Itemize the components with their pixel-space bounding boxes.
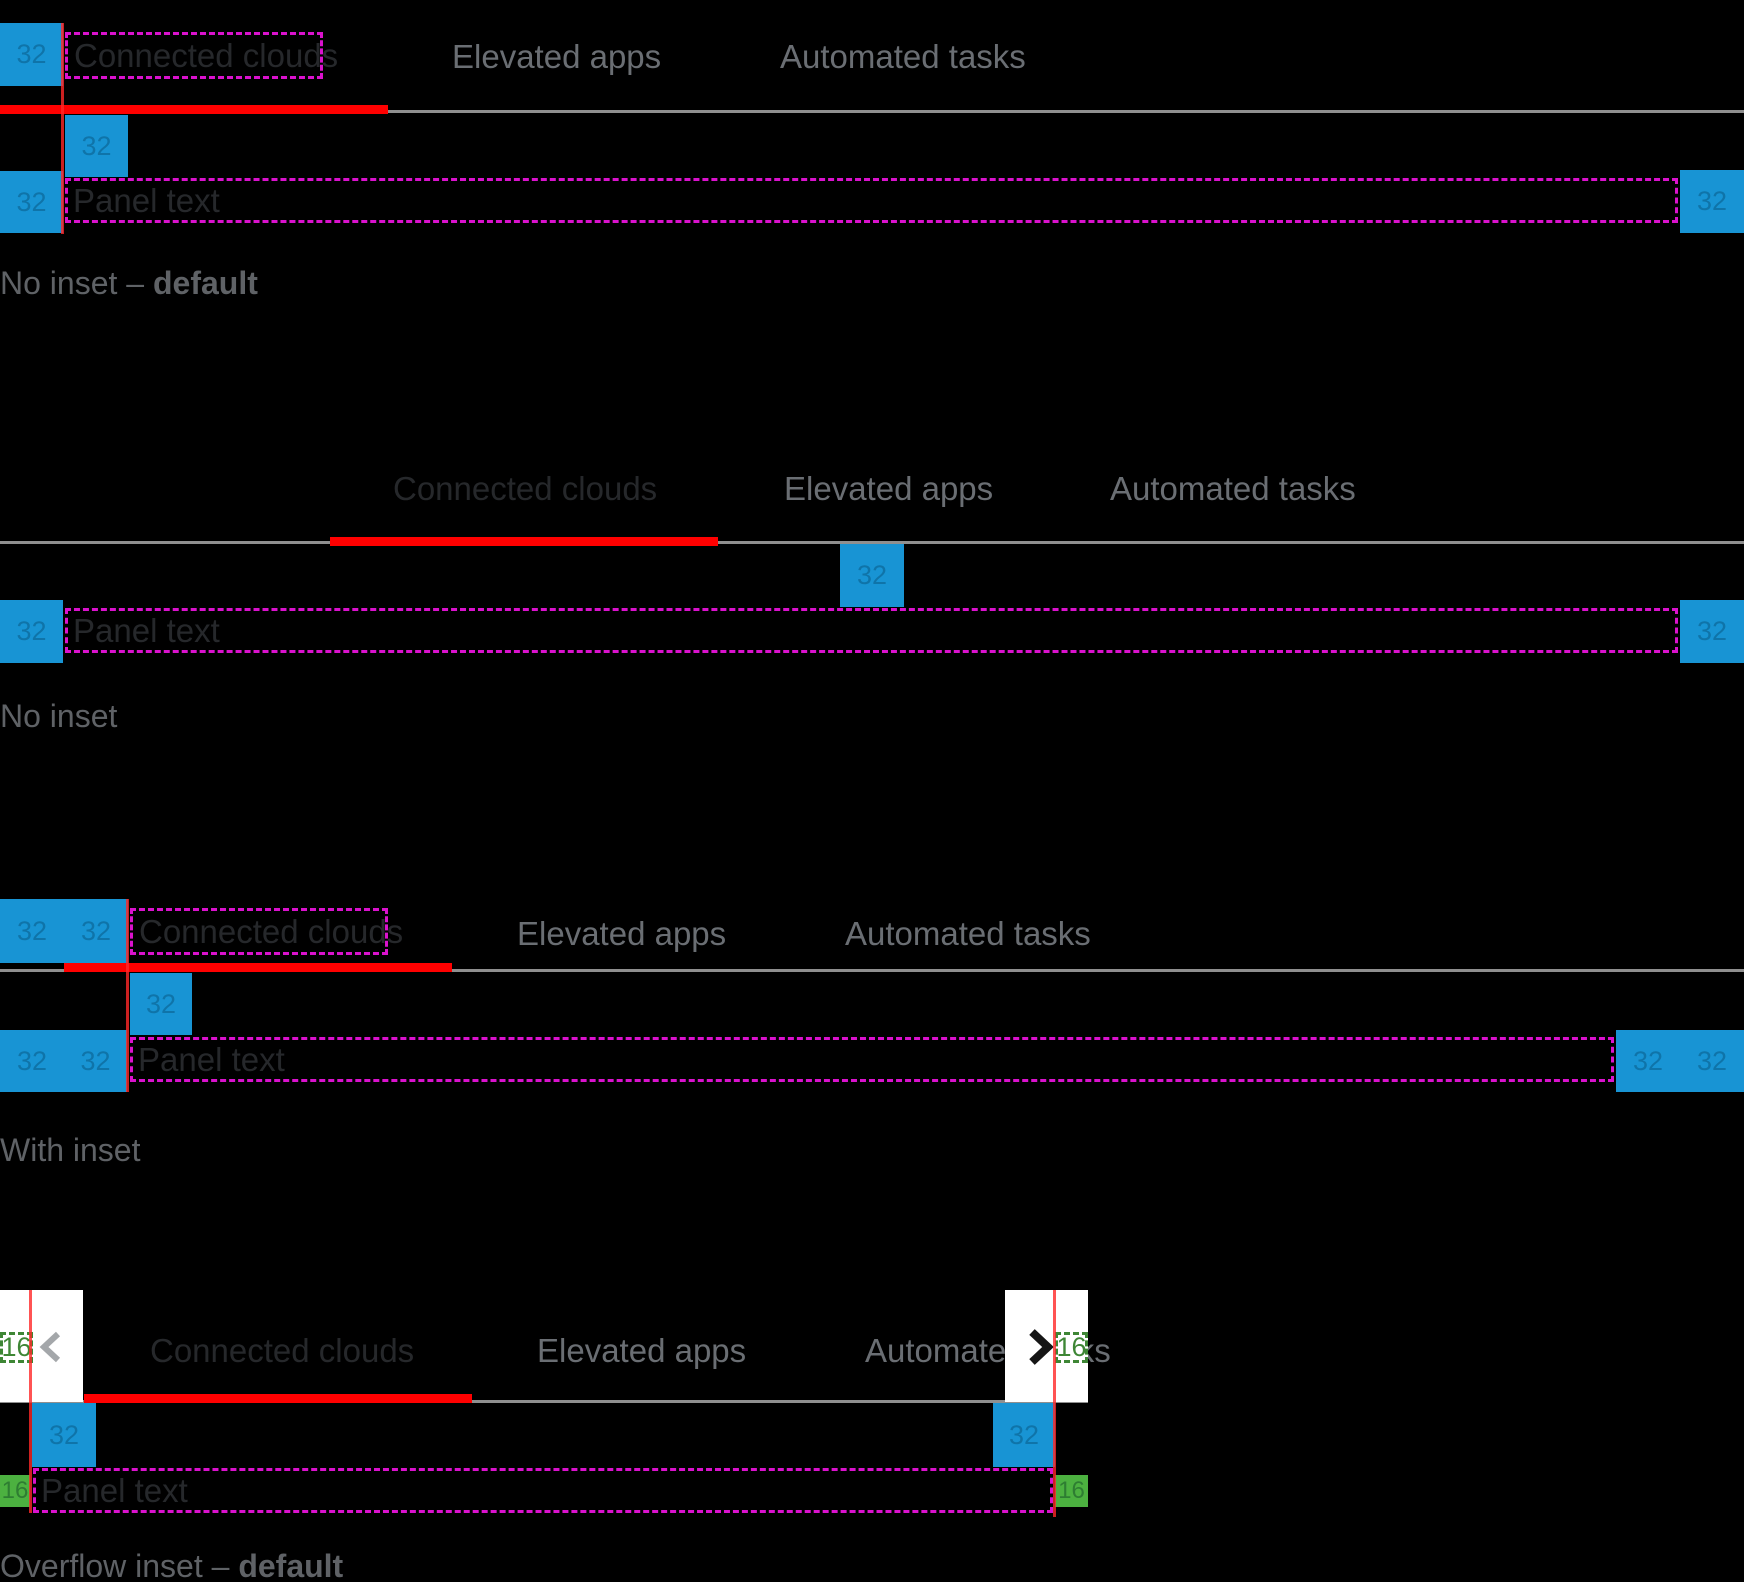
text-bounds-annotation: Connected clouds — [130, 908, 403, 955]
spacer-32-annotation: 32 — [1680, 600, 1744, 663]
panel-text: Panel text — [73, 611, 220, 649]
active-tab-underline — [64, 963, 452, 972]
text-bounds-annotation: Panel text — [65, 178, 1678, 223]
alignment-guide — [126, 899, 129, 1092]
section-caption: No inset – default — [0, 265, 258, 301]
active-tab-underline — [84, 1394, 472, 1403]
tab-connected-clouds[interactable]: Connected clouds — [393, 470, 658, 507]
tab-elevated-apps[interactable]: Elevated apps — [537, 1332, 747, 1369]
text-bounds-annotation: Panel text — [130, 1037, 1614, 1082]
spacer-32-annotation: 32 — [840, 544, 904, 607]
panel-text: Panel text — [138, 1040, 285, 1078]
alignment-guide — [29, 1290, 32, 1513]
section-caption: No inset — [0, 698, 118, 734]
spacer-32-annotation: 32 — [64, 899, 128, 963]
tab-border — [0, 541, 1744, 544]
spacer-32-annotation: 32 — [1680, 170, 1744, 233]
text-bounds-annotation: Connected clouds — [65, 32, 338, 79]
inset-16-annotation: 16 — [1055, 1332, 1088, 1363]
text-bounds-annotation: Panel text — [33, 1468, 1053, 1513]
spacer-32-annotation: 32 — [993, 1403, 1055, 1467]
tab-border — [0, 110, 1744, 113]
spacer-32-annotation: 32 — [0, 23, 63, 86]
spacer-32-annotation: 32 — [0, 1030, 64, 1092]
alignment-guide — [1053, 1290, 1056, 1517]
spacer-32-annotation: 32 — [130, 973, 192, 1035]
spacer-32-annotation: 32 — [0, 899, 64, 963]
inset-16-annotation: 16 — [0, 1332, 33, 1363]
tab-connected-clouds[interactable]: Connected clouds — [150, 1332, 415, 1369]
tab-connected-clouds[interactable]: Connected clouds — [139, 912, 404, 950]
spacer-32-annotation: 32 — [32, 1403, 96, 1467]
text-bounds-annotation: Panel text — [65, 608, 1678, 653]
tab-automated-tasks[interactable]: Automated tasks — [1110, 470, 1356, 507]
tab-elevated-apps[interactable]: Elevated apps — [784, 470, 994, 507]
chevron-right-icon[interactable] — [1026, 1329, 1054, 1370]
tab-elevated-apps[interactable]: Elevated apps — [452, 38, 662, 75]
tab-automated-tasks[interactable]: Automated tasks — [780, 38, 1026, 75]
spacer-32-annotation: 32 — [0, 171, 63, 233]
spacer-32-annotation: 32 — [1616, 1030, 1680, 1092]
spacer-16-annotation: 16 — [0, 1475, 30, 1507]
section-caption: With inset — [0, 1132, 141, 1168]
spacer-16-annotation: 16 — [1055, 1475, 1088, 1507]
active-tab-underline — [330, 537, 718, 546]
tab-elevated-apps[interactable]: Elevated apps — [517, 915, 727, 952]
tab-border — [0, 1400, 1088, 1403]
tab-automated-tasks[interactable]: Automated tasks — [845, 915, 1091, 952]
panel-text: Panel text — [73, 181, 220, 219]
panel-text: Panel text — [41, 1471, 188, 1509]
active-tab-underline — [0, 105, 388, 114]
tab-border — [0, 969, 1744, 972]
chevron-left-icon[interactable] — [38, 1331, 64, 1368]
spacer-32-annotation: 32 — [0, 600, 63, 663]
tab-connected-clouds[interactable]: Connected clouds — [74, 36, 339, 74]
spacer-32-annotation: 32 — [1680, 1030, 1744, 1092]
alignment-guide — [61, 23, 64, 234]
section-caption: Overflow inset – default — [0, 1548, 344, 1582]
spacer-32-annotation: 32 — [65, 115, 128, 177]
spacer-32-annotation: 32 — [64, 1030, 127, 1092]
